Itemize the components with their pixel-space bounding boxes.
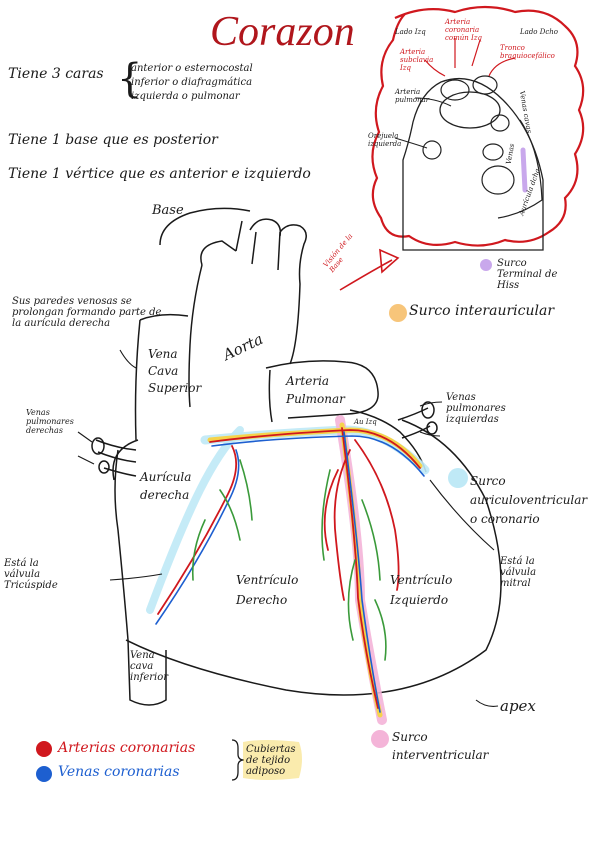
base-note: Tiene 1 base que es posterior (8, 132, 218, 148)
venas-pulm-der-label: Venas pulmonares derechas (26, 408, 74, 435)
coronary-veins (155, 431, 425, 713)
arterias-label: Arterias coronarias (58, 740, 196, 756)
apex-label: apex (500, 697, 536, 715)
vena-cava-inferior-label: Vena cava inferior (130, 650, 169, 683)
vertex-note: Tiene 1 vértice que es anterior e izquie… (8, 166, 311, 182)
heart-outline (91, 207, 502, 706)
cubiertas-label: Cubiertas de tejido adiposo (246, 744, 296, 777)
venas-swatch (36, 766, 52, 782)
auricula-derecha-label: Aurícula derecha (140, 470, 192, 502)
inset-lado-izq: Lado Izq (395, 28, 426, 36)
faces-label: Tiene 3 caras (8, 66, 104, 82)
page-title: Corazon (210, 9, 355, 55)
ventriculo-izquierdo-label: Ventrículo Izquierdo (390, 573, 453, 607)
sus-paredes-label: Sus paredes venosas se prolongan formand… (12, 296, 162, 329)
venas-pulm-izq-label: Venas pulmonares izquierdas (446, 392, 506, 425)
au-izq-label: Au Izq (354, 418, 377, 426)
base-label: Base (152, 203, 184, 218)
coronary-arteries (157, 427, 421, 709)
surco-interauricular-label: Surco interauricular (409, 303, 555, 319)
surco-terminal-label: Surco Terminal de Hiss (497, 258, 558, 291)
surco-iv-label: Surco interventricular (392, 730, 489, 762)
inset-lado-der: Lado Dcho (520, 28, 558, 36)
surco-iv-swatch (371, 730, 389, 748)
inset-arteria-subclavia: Arteria subclavia Izq (400, 48, 434, 72)
surco-terminal-swatch (480, 259, 492, 271)
arterias-swatch (36, 741, 52, 757)
surco-av-label: Surco auriculoventricular o coronario (470, 474, 588, 526)
inset-cloud-border (371, 5, 585, 247)
faces-brace: { (117, 56, 143, 102)
face-item-2: inferior o diafragmática (131, 77, 253, 88)
surco-av-swatch (448, 468, 468, 488)
face-item-1: anterior o esternocostal (131, 63, 253, 74)
inset-arteria-pulmonar: Arteria pulmonar (395, 88, 430, 104)
venas-label: Venas coronarias (58, 764, 180, 780)
face-item-3: izquierda o pulmonar (131, 91, 240, 102)
surco-interauricular-swatch (389, 304, 407, 322)
valvula-tricuspide-label: Está la válvula Tricúspide (4, 558, 58, 591)
inset-orejuela: Orejuela izquierda (368, 132, 402, 148)
inset-arteria-cor-izq: Arteria coronaria común Izq (445, 18, 482, 42)
ventriculo-derecho-label: Ventrículo Derecho (236, 573, 299, 607)
arteria-pulmonar-label: Arteria Pulmonar (286, 374, 345, 406)
inset-tronco-braquio: Tronco braquiocefálico (500, 44, 555, 60)
valvula-mitral-label: Está la válvula mitral (500, 556, 537, 589)
vena-cava-superior-label: Vena Cava Superior (148, 347, 202, 395)
